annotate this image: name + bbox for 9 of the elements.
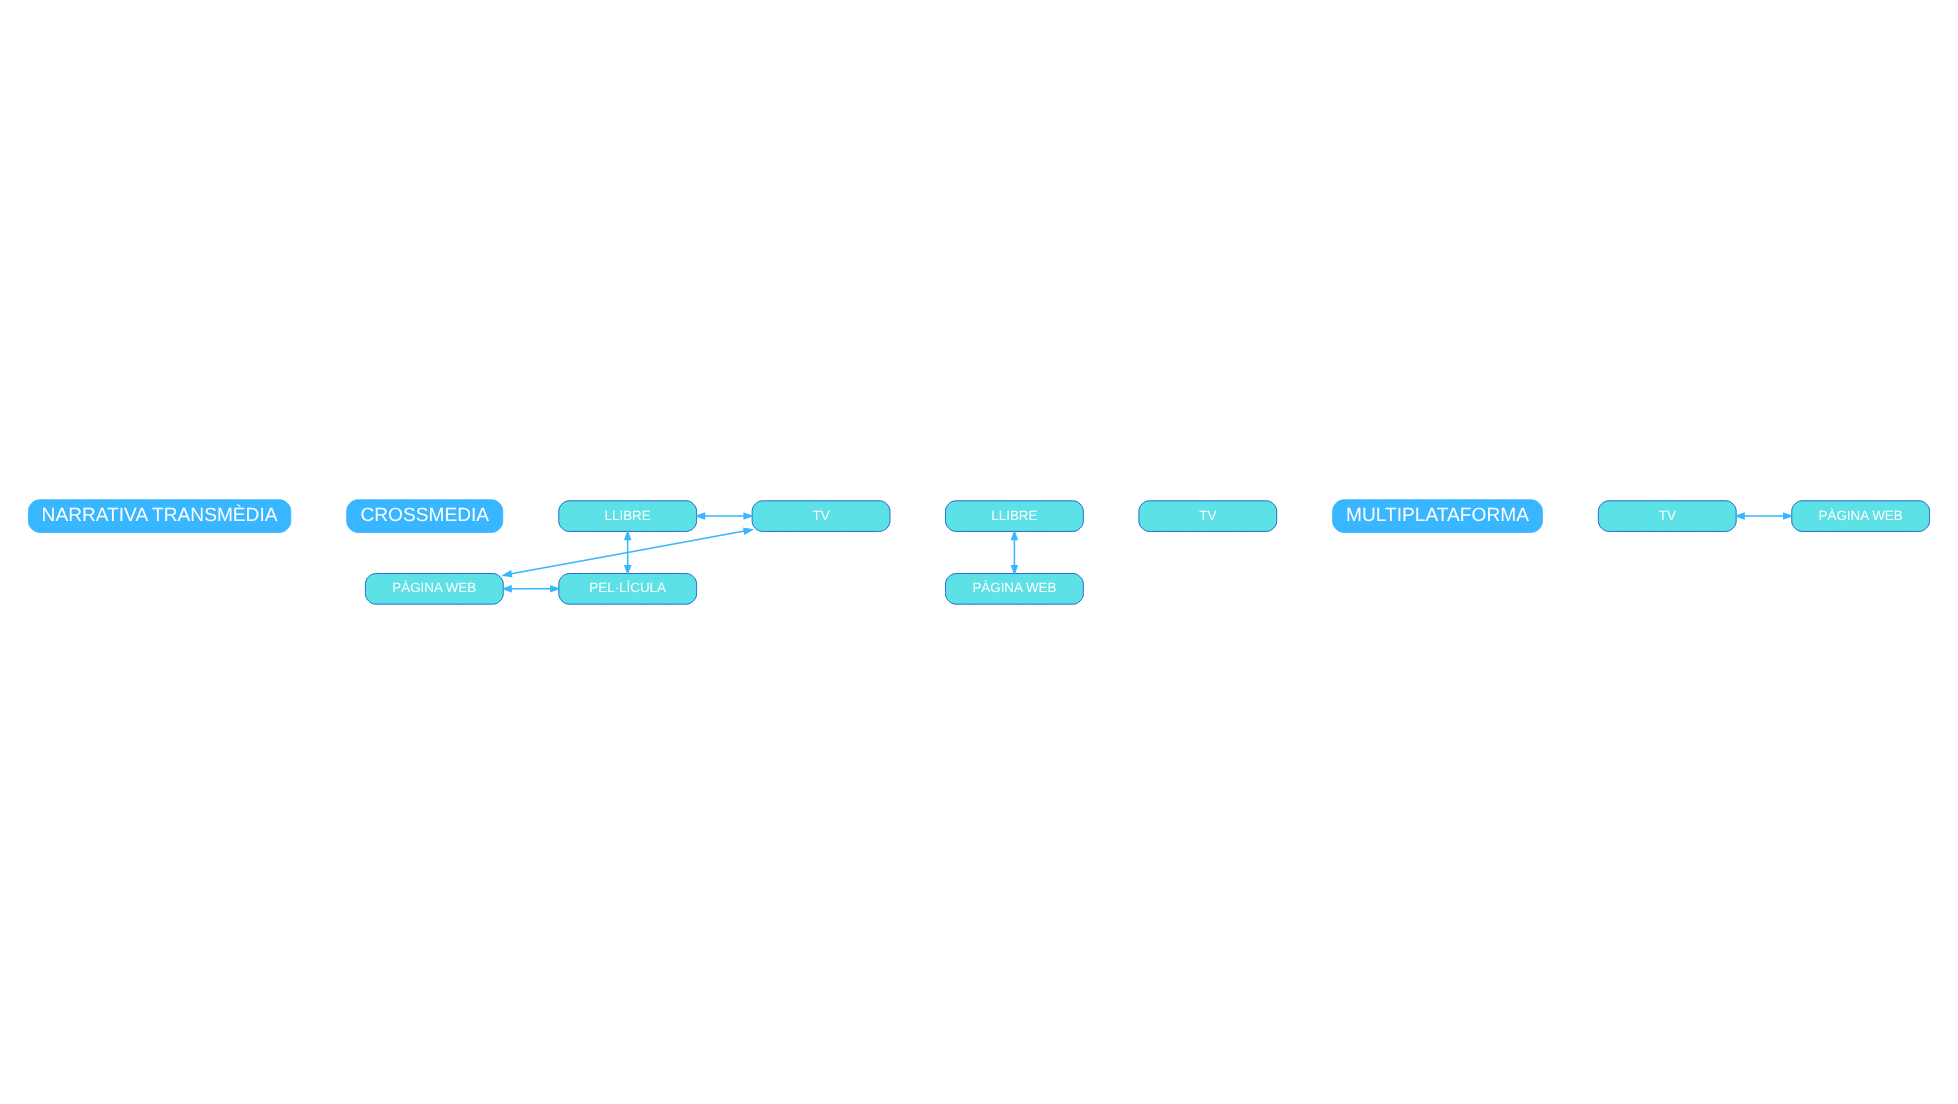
arrow — [1734, 512, 1794, 520]
node-box: MULTIPLATAFORMA — [1332, 499, 1543, 533]
arrow — [1010, 529, 1019, 576]
node-box: CROSSMEDIA — [346, 499, 504, 533]
arrow — [501, 585, 561, 593]
arrow — [694, 512, 755, 520]
arrow — [501, 527, 755, 578]
node-box: NARRATIVA TRANSMÈDIA — [27, 499, 292, 533]
arrow — [623, 529, 632, 576]
